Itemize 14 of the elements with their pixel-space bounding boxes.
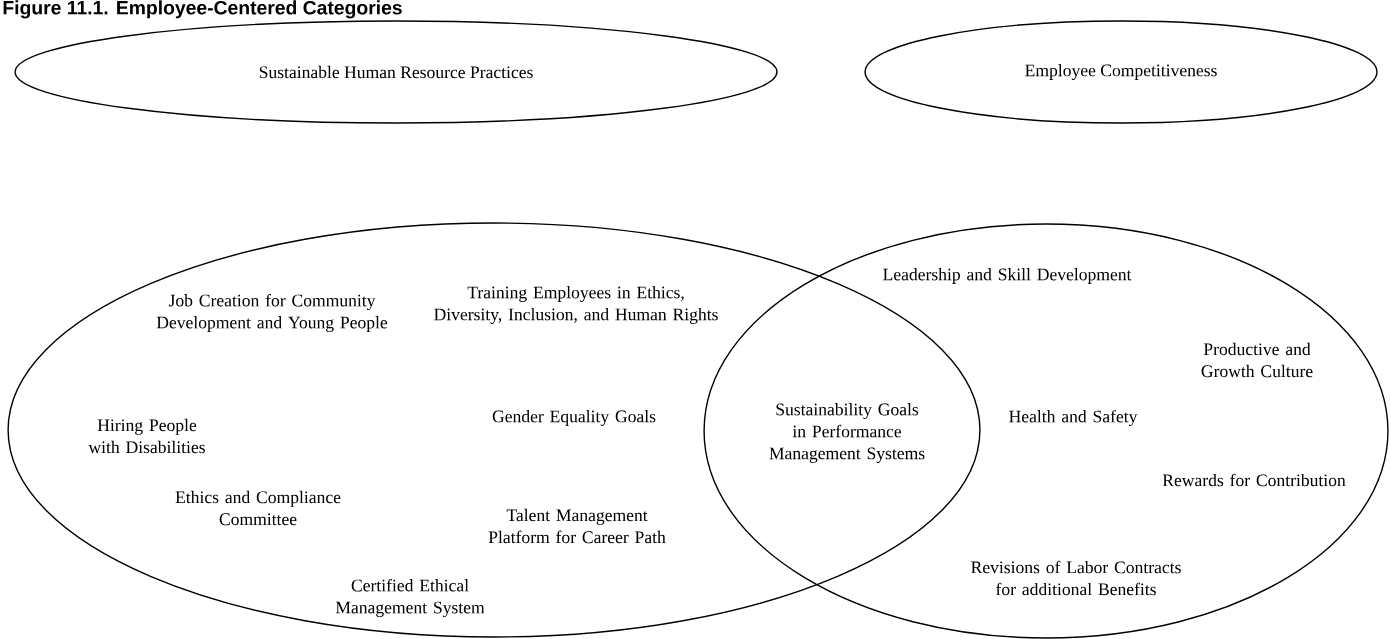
item-text: Gender Equality Goals — [492, 410, 656, 426]
item-text: Training Employees in Ethics, Diversity, Inclusion, and Human Rights — [434, 286, 718, 324]
item-text: Certified Ethical Management System — [335, 578, 485, 618]
item-text: Rewards for Contribution — [1162, 473, 1346, 487]
item-text: Job Creation for Community Development and Young People — [156, 293, 388, 333]
item-text: Ethics and Compliance Committee — [175, 490, 341, 526]
item-text: Sustainability Goals in Performance Management Systems — [769, 403, 925, 463]
item-text: Productive and Growth Culture — [1201, 342, 1313, 378]
item-text: Talent Management Platform for Career Path — [488, 508, 666, 544]
item-text: Health and Safety — [1009, 409, 1138, 427]
item-text: Hiring People with Disabilities — [88, 418, 205, 454]
item-text: Revisions of Labor Contracts for additional Benefits — [971, 560, 1181, 596]
figure-title: Figure 11.1. Employee-Centered Categories — [3, 0, 402, 19]
item-text: Leadership and Skill Development — [883, 268, 1132, 284]
